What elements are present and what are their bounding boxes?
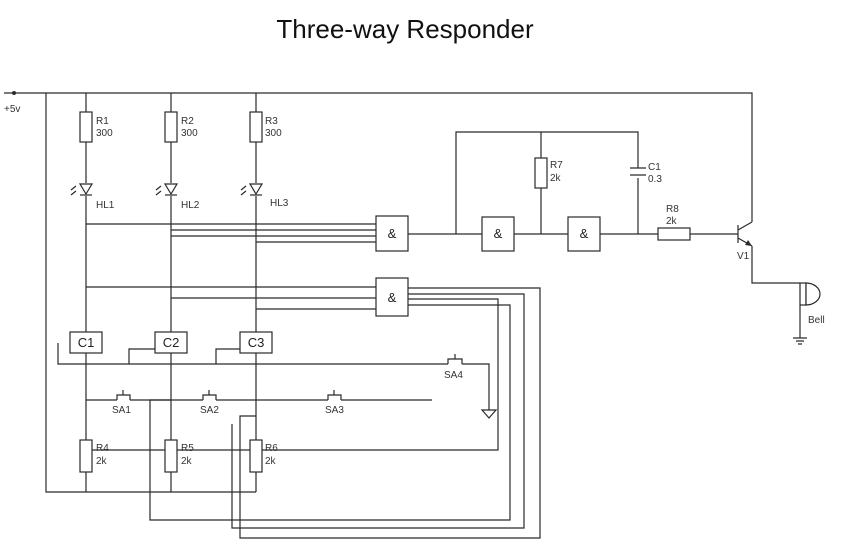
flipflop-c1: C1 — [69, 331, 103, 354]
labels: +5v R1 300 R2 300 R3 300 R4 2k R5 2k R6 … — [4, 104, 825, 467]
svg-text:&: & — [388, 226, 397, 241]
bell-icon — [799, 282, 821, 306]
r3-value: 300 — [265, 128, 282, 139]
sa2-label: SA2 — [200, 405, 219, 416]
r7-value: 2k — [550, 173, 562, 184]
r6-name: R6 — [265, 443, 278, 454]
flipflop-c3: C3 — [239, 331, 273, 354]
and-gate-4: & — [567, 216, 601, 252]
and-gate-1: & — [375, 215, 409, 252]
switch-sa2-icon — [202, 390, 217, 400]
resistor-r6 — [249, 439, 263, 473]
resistor-r4 — [79, 439, 93, 473]
r8-value: 2k — [666, 216, 678, 227]
svg-text:&: & — [388, 290, 397, 305]
led-hl3-icon — [240, 183, 264, 196]
resistor-r2 — [164, 111, 178, 143]
svg-text:C3: C3 — [248, 335, 265, 350]
switch-sa4-icon — [447, 354, 463, 364]
supply-label: +5v — [4, 104, 20, 115]
r2-value: 300 — [181, 128, 198, 139]
r1-value: 300 — [96, 128, 113, 139]
hl2-label: HL2 — [181, 200, 200, 211]
resistor-r7 — [534, 157, 548, 189]
c1-value: 0.3 — [648, 174, 662, 185]
wires — [4, 91, 801, 539]
r7-name: R7 — [550, 160, 563, 171]
c1-name: C1 — [648, 162, 661, 173]
svg-text:&: & — [494, 226, 503, 241]
v1-label: V1 — [737, 251, 750, 262]
transistor-v1-icon — [737, 221, 753, 247]
svg-text:C1: C1 — [78, 335, 95, 350]
resistor-r5 — [164, 439, 178, 473]
and-gate-3: & — [481, 216, 515, 252]
bell-label: Bell — [808, 315, 825, 326]
bell-ground-symbol — [793, 337, 807, 345]
capacitor-c1 — [630, 167, 646, 176]
led-hl1-icon — [70, 183, 94, 196]
switch-sa3-icon — [327, 390, 342, 400]
r4-name: R4 — [96, 443, 109, 454]
flipflop-c2: C2 — [154, 331, 188, 354]
r3-name: R3 — [265, 116, 278, 127]
r4-value: 2k — [96, 456, 108, 467]
hl1-label: HL1 — [96, 200, 115, 211]
ground-symbol — [480, 409, 498, 419]
diagram-title: Three-way Responder — [276, 14, 534, 44]
sa1-label: SA1 — [112, 405, 131, 416]
svg-text:&: & — [580, 226, 589, 241]
resistor-r8 — [657, 227, 691, 241]
svg-text:C2: C2 — [163, 335, 180, 350]
and-gate-2: & — [375, 277, 409, 317]
switch-sa1-icon — [116, 390, 131, 400]
sa4-label: SA4 — [444, 370, 463, 381]
r5-name: R5 — [181, 443, 194, 454]
led-hl2-icon — [155, 183, 179, 196]
r5-value: 2k — [181, 456, 193, 467]
r1-name: R1 — [96, 116, 109, 127]
resistor-r3 — [249, 111, 263, 143]
sa3-label: SA3 — [325, 405, 344, 416]
hl3-label: HL3 — [270, 198, 289, 209]
r6-value: 2k — [265, 456, 277, 467]
resistor-r1 — [79, 111, 93, 143]
r8-name: R8 — [666, 204, 679, 215]
r2-name: R2 — [181, 116, 194, 127]
